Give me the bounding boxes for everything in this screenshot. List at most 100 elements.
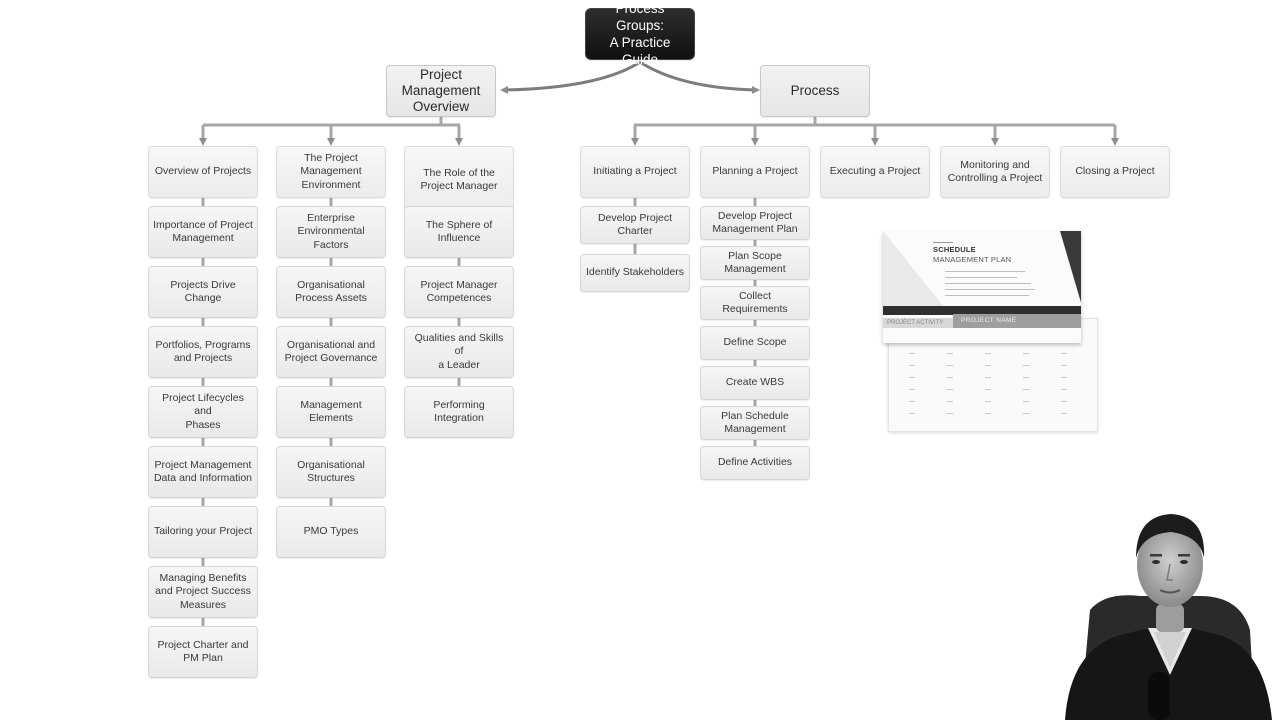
root-node[interactable]: Process Groups: A Practice Guide [585, 1, 695, 67]
cover-text-line [945, 289, 1035, 290]
table-cell-mark [947, 365, 953, 366]
topic-node-label: Enterprise Environmental Factors [297, 211, 365, 251]
table-cell-mark [909, 365, 915, 366]
column-head-node[interactable]: Overview of Projects [148, 146, 258, 198]
table-cell-mark [985, 389, 991, 390]
table-cell-mark [909, 401, 915, 402]
presenter-video-icon [1050, 500, 1280, 720]
process-node[interactable]: Define Scope [700, 326, 810, 360]
topic-node-label: Organisational Structures [297, 458, 365, 485]
topic-node[interactable]: The Sphere of Influence [404, 206, 514, 258]
process-group-node[interactable]: Initiating a Project [580, 146, 690, 198]
topic-node[interactable]: Organisational Process Assets [276, 266, 386, 318]
cover-title-line1: SCHEDULE [933, 245, 976, 254]
topic-node[interactable]: Qualities and Skills of a Leader [404, 326, 514, 378]
topic-node[interactable]: Project Manager Competences [404, 266, 514, 318]
table-cell-mark [1023, 401, 1029, 402]
process-node[interactable]: Identify Stakeholders [580, 254, 690, 292]
table-cell-mark [1023, 413, 1029, 414]
process-node[interactable]: Create WBS [700, 366, 810, 400]
topic-node-label: Organisational and Project Governance [284, 338, 378, 365]
topic-node[interactable]: Project Management Data and Information [148, 446, 258, 498]
topic-node-label: Tailoring your Project [153, 525, 253, 538]
process-group-node[interactable]: Executing a Project [820, 146, 930, 198]
process-group-node[interactable]: Closing a Project [1060, 146, 1170, 198]
table-cell-mark [1023, 353, 1029, 354]
topic-node[interactable]: Project Lifecycles and Phases [148, 386, 258, 438]
topic-node[interactable]: Performing Integration [404, 386, 514, 438]
column-head-node[interactable]: The Project Management Environment [276, 146, 386, 198]
topic-node[interactable]: Projects Drive Change [148, 266, 258, 318]
process-node[interactable]: Collect Requirements [700, 286, 810, 320]
table-cell-mark [909, 413, 915, 414]
topic-node[interactable]: Portfolios, Programs and Projects [148, 326, 258, 378]
table-cell-mark [909, 389, 915, 390]
process-node[interactable]: Plan Schedule Management [700, 406, 810, 440]
column-head-node-label: The Project Management Environment [300, 151, 362, 191]
topic-node-label: Projects Drive Change [170, 278, 236, 305]
topic-node[interactable]: Project Charter and PM Plan [148, 626, 258, 678]
topic-node[interactable]: Importance of Project Management [148, 206, 258, 258]
process-group-node[interactable]: Planning a Project [700, 146, 810, 198]
process-group-node[interactable]: Monitoring and Controlling a Project [940, 146, 1050, 198]
branch-node-label: Process [790, 83, 840, 98]
branch-node-label: Project Management Overview [401, 67, 481, 114]
branch-node-pm-overview[interactable]: Project Management Overview [386, 65, 496, 117]
root-node-label: Process Groups: A Practice Guide [609, 1, 671, 67]
table-cell-mark [1023, 365, 1029, 366]
table-cell-mark [985, 353, 991, 354]
process-node[interactable]: Develop Project Charter [580, 206, 690, 244]
process-node-label: Define Activities [717, 456, 793, 469]
cover-text-line [945, 277, 1017, 278]
cover-title-line2: MANAGEMENT PLAN [933, 255, 1012, 264]
project-activity-header: PROJECT ACTIVITY [883, 318, 953, 328]
topic-node[interactable]: PMO Types [276, 506, 386, 558]
process-node[interactable]: Plan Scope Management [700, 246, 810, 280]
table-cell-mark [1061, 353, 1067, 354]
process-node[interactable]: Define Activities [700, 446, 810, 480]
topic-node-label: Project Charter and PM Plan [157, 638, 249, 665]
topic-node-label: Importance of Project Management [153, 218, 253, 245]
cover-text-line [945, 295, 1029, 296]
topic-node-label: The Sphere of Influence [425, 218, 493, 245]
table-cell-mark [985, 365, 991, 366]
branch-node-process[interactable]: Process [760, 65, 870, 117]
schedule-plan-thumbnail[interactable]: SCHEDULE MANAGEMENT PLAN PROJECT ACTIVIT… [880, 228, 1100, 433]
process-node-label: Identify Stakeholders [585, 266, 685, 279]
presenter-silhouette [1065, 514, 1272, 720]
topic-node-label: Portfolios, Programs and Projects [155, 338, 251, 365]
table-cell-mark [1061, 377, 1067, 378]
topic-node[interactable]: Managing Benefits and Project Success Me… [148, 566, 258, 618]
cover-text-line [945, 271, 1025, 272]
topic-node[interactable]: Organisational Structures [276, 446, 386, 498]
process-node[interactable]: Develop Project Management Plan [700, 206, 810, 240]
table-cell-mark [1061, 401, 1067, 402]
topic-node[interactable]: Management Elements [276, 386, 386, 438]
table-cell-mark [1023, 389, 1029, 390]
topic-node-label: Project Manager Competences [420, 278, 498, 305]
topic-node[interactable]: Enterprise Environmental Factors [276, 206, 386, 258]
table-cell-mark [1061, 365, 1067, 366]
process-node-label: Define Scope [723, 336, 787, 349]
topic-node-label: Organisational Process Assets [295, 278, 367, 305]
process-node-label: Develop Project Management Plan [712, 209, 798, 236]
process-node-label: Develop Project Charter [597, 211, 673, 238]
table-cell-mark [909, 377, 915, 378]
cover-text-line [945, 283, 1031, 284]
table-cell-mark [947, 413, 953, 414]
table-cell-mark [947, 353, 953, 354]
table-cell-mark [947, 401, 953, 402]
table-cell-mark [985, 401, 991, 402]
topic-node[interactable]: Organisational and Project Governance [276, 326, 386, 378]
column-head-node-label: Overview of Projects [154, 165, 252, 178]
process-group-node-label: Executing a Project [829, 165, 921, 178]
cover-rule [933, 242, 953, 243]
column-head-node[interactable]: The Role of the Project Manager [404, 146, 514, 214]
topic-node-label: Qualities and Skills of a Leader [414, 331, 504, 371]
topic-node[interactable]: Tailoring your Project [148, 506, 258, 558]
topic-node-label: Management Elements [300, 398, 362, 425]
process-node-label: Create WBS [725, 376, 785, 389]
project-name-header: PROJECT NAME [953, 314, 1081, 328]
topic-node-label: Project Lifecycles and Phases [162, 391, 244, 431]
